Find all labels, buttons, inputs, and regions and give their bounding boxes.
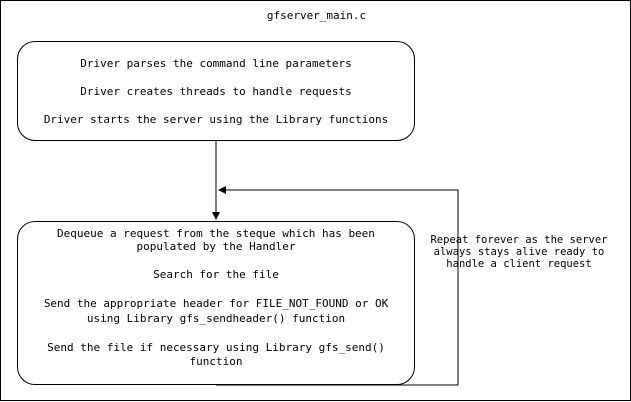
driver-line: Driver starts the server using the Libra… (43, 113, 389, 126)
worker-line: Send the file if necessary using Library… (47, 341, 385, 354)
worker-box: Dequeue a request from the steque which … (17, 221, 415, 385)
loop-note: Repeat forever as the server always stay… (421, 234, 617, 270)
loop-note-line: always stays alive ready to (433, 246, 605, 258)
worker-line: function (189, 355, 243, 368)
loop-back-arrow (216, 186, 459, 386)
worker-line: Dequeue a request from the steque which … (57, 227, 375, 240)
loop-note-line: handle a client request (446, 258, 592, 270)
loop-note-line: Repeat forever as the server (430, 234, 608, 246)
worker-line: using Library gfs_sendheader() function (86, 312, 346, 325)
driver-line: Driver creates threads to handle request… (80, 85, 352, 98)
worker-line: Send the appropriate header for FILE_NOT… (43, 297, 389, 310)
worker-line: Search for the file (153, 268, 279, 281)
worker-line: populated by the Handler (136, 240, 296, 253)
driver-box: Driver parses the command line parameter… (17, 41, 415, 141)
driver-line: Driver parses the command line parameter… (80, 57, 352, 70)
diagram-title: gfserver_main.c (266, 9, 367, 22)
